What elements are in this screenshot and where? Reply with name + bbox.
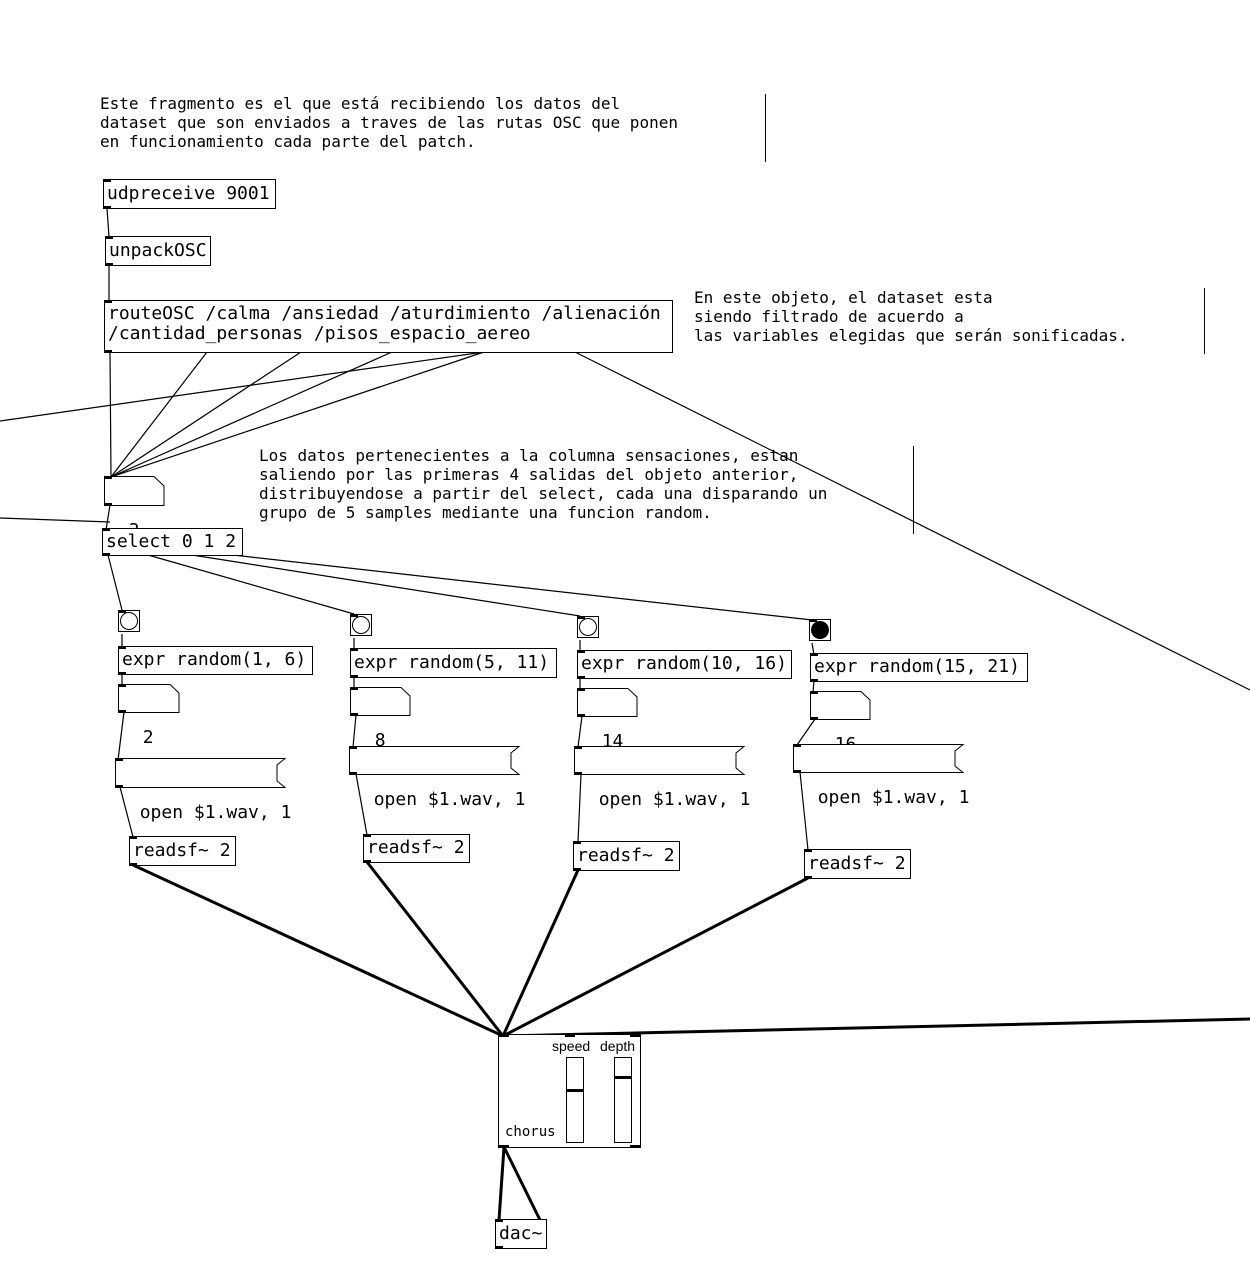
- expr-random-2[interactable]: expr random(5, 11): [350, 648, 557, 678]
- number-box-frame: [350, 687, 411, 716]
- message-text: open $1.wav, 1: [598, 789, 751, 810]
- bang-circle-icon: [352, 616, 370, 634]
- message-text: open $1.wav, 1: [139, 802, 292, 823]
- open-message-4[interactable]: open $1.wav, 1: [793, 744, 980, 808]
- number-box-frame: [810, 691, 871, 720]
- unpackosc-object[interactable]: unpackOSC: [105, 236, 211, 266]
- chorus-inlet-mid: [565, 1034, 575, 1037]
- chorus-title: chorus: [505, 1124, 556, 1140]
- readsf-2[interactable]: readsf~ 2: [363, 834, 470, 863]
- expr-random-3[interactable]: expr random(10, 16): [577, 650, 792, 679]
- dac-object[interactable]: dac~: [495, 1219, 547, 1249]
- bang-4[interactable]: [809, 619, 831, 641]
- number-box-frame: [118, 684, 180, 713]
- routeosc-object[interactable]: routeOSC /calma /ansiedad /aturdimiento …: [104, 300, 673, 353]
- chorus-inlet-right: [630, 1034, 640, 1037]
- message-text: open $1.wav, 1: [817, 787, 970, 808]
- open-message-3[interactable]: open $1.wav, 1: [574, 746, 761, 810]
- udpreceive-object[interactable]: udpreceive 9001: [103, 179, 276, 209]
- open-message-1[interactable]: open $1.wav, 1: [115, 758, 302, 823]
- select-input-number[interactable]: 3: [104, 476, 170, 541]
- bang-3[interactable]: [577, 616, 599, 638]
- depth-slider-knob: [615, 1076, 631, 1079]
- readsf-1[interactable]: readsf~ 2: [129, 836, 236, 866]
- readsf-3[interactable]: readsf~ 2: [573, 841, 680, 871]
- depth-slider[interactable]: [614, 1057, 632, 1143]
- message-box-frame: [115, 758, 287, 788]
- speed-label: speed: [552, 1038, 591, 1054]
- readsf-4[interactable]: readsf~ 2: [804, 849, 911, 879]
- number-box-1[interactable]: 2: [118, 684, 186, 748]
- depth-label: depth: [600, 1038, 636, 1054]
- number-box-frame: [104, 476, 165, 506]
- number-box-frame: [577, 688, 638, 717]
- select-object[interactable]: select 0 1 2: [102, 528, 243, 556]
- bang-circle-icon: [579, 618, 597, 636]
- bang-1[interactable]: [118, 610, 140, 632]
- message-box-frame: [574, 746, 746, 775]
- chorus-abstraction[interactable]: speed depth chorus: [498, 1034, 641, 1148]
- message-text: open $1.wav, 1: [373, 789, 526, 810]
- intro-comment: Este fragmento es el que está recibiendo…: [100, 94, 766, 162]
- number-box-2[interactable]: 8: [350, 687, 417, 751]
- number-box-4[interactable]: 16: [810, 691, 877, 755]
- expr-random-4[interactable]: expr random(15, 21): [810, 653, 1028, 682]
- speed-slider[interactable]: [566, 1057, 584, 1143]
- chorus-inlet-left: [499, 1034, 509, 1037]
- bang-2[interactable]: [350, 614, 372, 636]
- number-value: 2: [142, 727, 154, 748]
- speed-slider-knob: [567, 1089, 583, 1092]
- chorus-outlet-left: [499, 1145, 509, 1148]
- number-value: 8: [374, 730, 386, 751]
- expr-random-1[interactable]: expr random(1, 6): [118, 646, 313, 675]
- open-message-2[interactable]: open $1.wav, 1: [349, 746, 536, 810]
- sensaciones-comment: Los datos pertenecientes a la columna se…: [259, 446, 914, 534]
- chorus-outlet-right: [630, 1145, 640, 1148]
- bang-circle-icon: [120, 612, 138, 630]
- message-box-frame: [793, 744, 965, 773]
- number-box-3[interactable]: 14: [577, 688, 644, 752]
- bang-circle-icon: [811, 621, 829, 639]
- message-box-frame: [349, 746, 521, 775]
- filter-comment: En este objeto, el dataset esta siendo f…: [694, 288, 1205, 354]
